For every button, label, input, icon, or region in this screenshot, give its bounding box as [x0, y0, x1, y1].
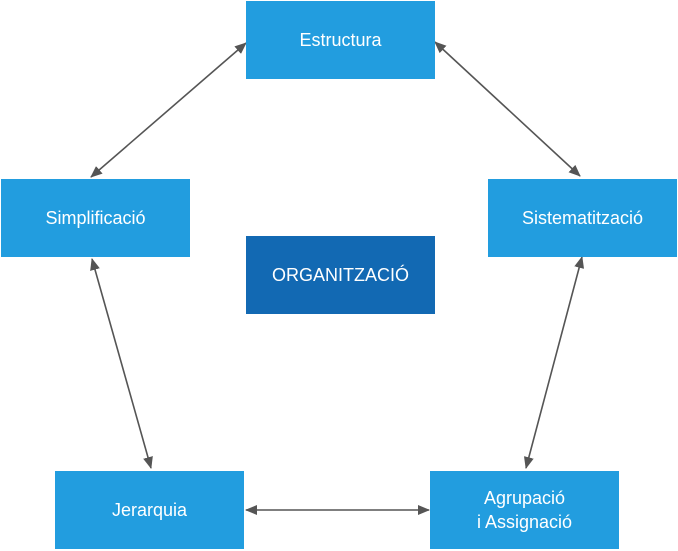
node-simplificacio: Simplificació	[1, 179, 190, 257]
arrow-sistematitzacio-agrupacio	[523, 256, 585, 469]
node-sistematitzacio: Sistematització	[488, 179, 677, 257]
arrow-simplificacio-jerarquia	[90, 258, 153, 469]
node-sistematitzacio-label: Sistematització	[521, 208, 644, 228]
node-estructura: Estructura	[246, 1, 435, 79]
node-agrupacio-label: Agrupació i Assignació	[476, 488, 573, 532]
center-node-label: ORGANITZACIÓ	[271, 265, 409, 285]
node-simplificacio-label: Simplificació	[45, 208, 146, 228]
node-estructura-label: Estructura	[299, 30, 382, 50]
center-node-organitzacio: ORGANITZACIÓ	[246, 236, 435, 314]
arrow-simplificacio-estructura	[90, 42, 247, 178]
arrow-estructura-sistematitzacio	[434, 41, 581, 177]
node-jerarquia-label: Jerarquia	[111, 500, 188, 520]
node-jerarquia: Jerarquia	[55, 471, 244, 549]
node-agrupacio: Agrupació i Assignació	[430, 471, 619, 549]
